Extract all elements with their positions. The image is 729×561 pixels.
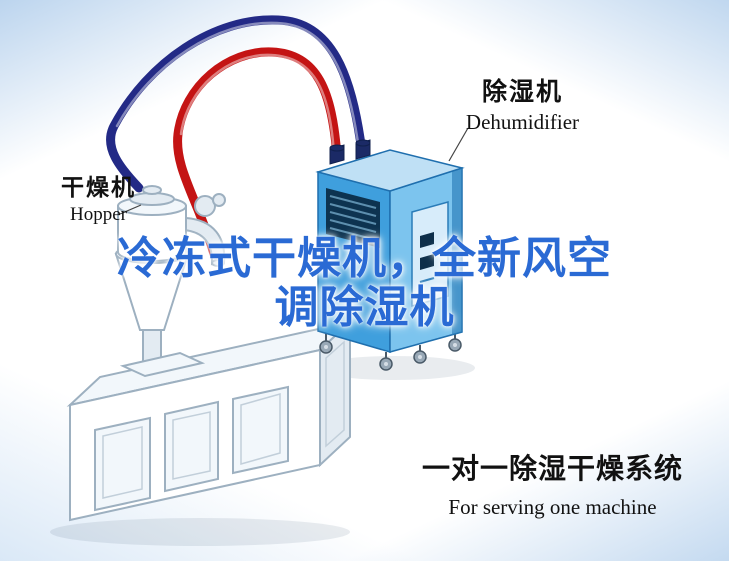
extruder-panel bbox=[164, 400, 219, 493]
footer-caption: 一对一除湿干燥系统 For serving one machine bbox=[405, 447, 700, 520]
extruder-illustration bbox=[66, 319, 354, 522]
footer-caption-en: For serving one machine bbox=[448, 495, 657, 519]
hopper-label-en: Hopper bbox=[70, 204, 127, 225]
hopper-illustration bbox=[114, 185, 226, 378]
footer-caption-cn: 一对一除湿干燥系统 bbox=[421, 453, 683, 484]
dehumidifier-label: 除湿机 Dehumidifier bbox=[425, 72, 620, 135]
headline-line2: 调除湿机 bbox=[274, 283, 455, 332]
hopper-label-cn: 干燥机 bbox=[61, 174, 136, 200]
hopper-label: 干燥机 Hopper bbox=[36, 168, 161, 226]
navy-hose bbox=[106, 15, 367, 193]
red-hose bbox=[173, 47, 342, 259]
extruder-shadow bbox=[50, 518, 350, 546]
dehumidifier-label-en: Dehumidifier bbox=[465, 110, 580, 134]
extruder-panel bbox=[232, 385, 289, 475]
control-panel bbox=[411, 201, 449, 307]
dehumidifier-illustration bbox=[315, 139, 465, 371]
hopper-mount bbox=[119, 351, 206, 378]
headline-line1: 冷冻式干燥机，全新风空 bbox=[117, 234, 612, 283]
hopper-lid-knob bbox=[142, 185, 162, 195]
control-button bbox=[420, 254, 434, 270]
extruder-panel bbox=[94, 416, 151, 512]
dehumidifier-top-face bbox=[315, 149, 465, 192]
control-button bbox=[420, 232, 434, 248]
headline: 冷冻式干燥机，全新风空 调除湿机 bbox=[0, 234, 729, 332]
dehumidifier-label-pointer bbox=[448, 127, 469, 162]
hopper-cylinder bbox=[117, 205, 187, 262]
dehumidifier-label-cn: 除湿机 bbox=[481, 78, 563, 106]
hopper-blower bbox=[194, 195, 216, 217]
hopper-label-pointer bbox=[119, 204, 142, 215]
dehumidifier-edge-stripe bbox=[452, 168, 462, 335]
dehumidifier-shadow bbox=[315, 356, 475, 380]
